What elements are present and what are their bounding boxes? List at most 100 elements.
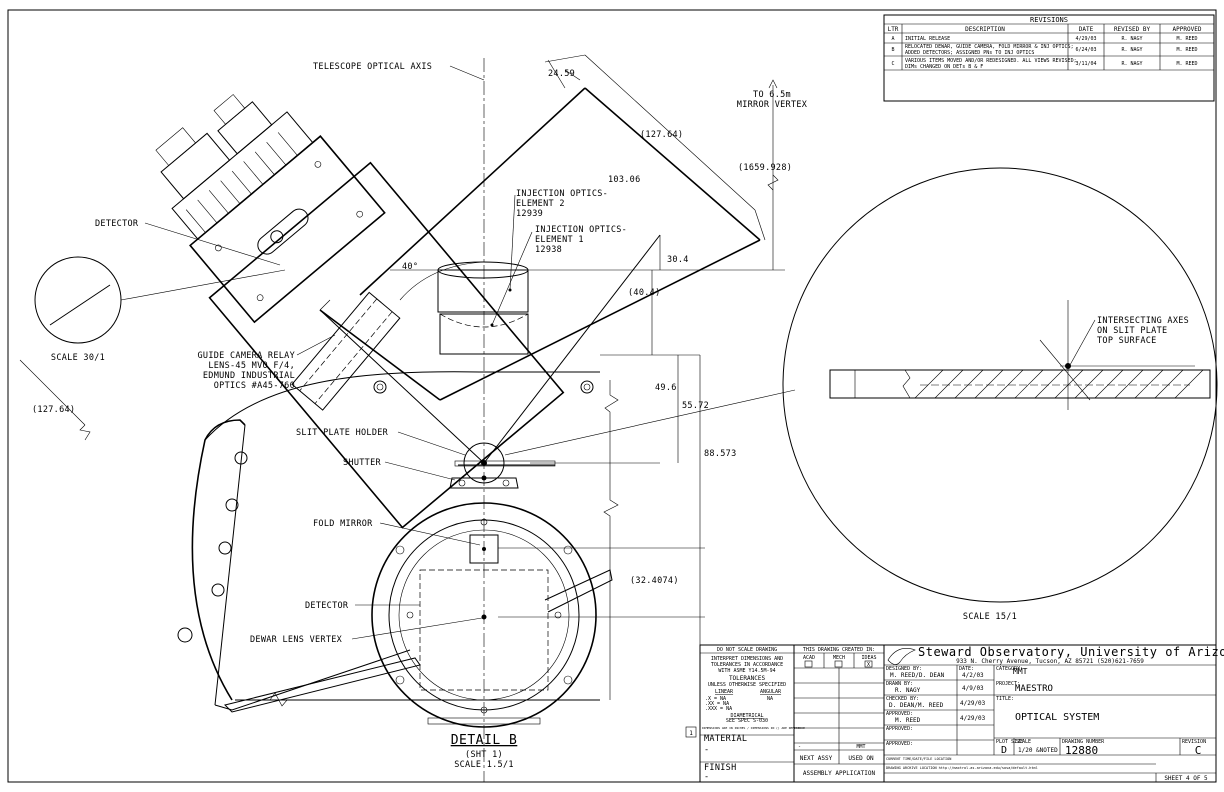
tb-noscale: DO NOT SCALE DRAWING: [717, 647, 777, 653]
tb-finish-val: -: [704, 772, 709, 782]
rev-header-appr: APPROVED: [1173, 26, 1202, 33]
dim-32-4074: (32.4074): [630, 576, 679, 586]
tb-category-lbl: CATEGORY:: [996, 666, 1023, 672]
steward-logo: [887, 648, 916, 665]
slit-plate-holder: [463, 442, 505, 484]
rev-header-date: DATE: [1079, 26, 1094, 33]
rev-a-appr: M. REED: [1176, 36, 1197, 42]
acad-checkbox: [804, 660, 813, 668]
tb-acad: ACAD: [803, 655, 815, 661]
detector-outline: [419, 569, 549, 691]
tb-next-assy: NEXT ASSY: [800, 755, 833, 762]
tb-designed-by: M. REED/D. DEAN: [890, 672, 945, 679]
dim-55-72: 55.72: [682, 401, 709, 411]
tb-dims-note: DIMENSIONS ARE IN INCHES / DIMENSIONS IN…: [702, 726, 805, 730]
to-vertex-label-1: TO 6.5m: [753, 90, 791, 100]
tb-approved-by: M. REED: [895, 717, 921, 724]
dim-30-4: 30.4: [667, 255, 689, 265]
tb-revision: C: [1195, 744, 1202, 757]
rev-c-desc1: VARIOUS ITEMS MOVED AND/OR REDESIGNED. A…: [905, 58, 1077, 64]
tb-note-num: 1: [689, 730, 693, 737]
rev-a-date: 4/29/03: [1075, 36, 1096, 42]
rev-c-date: 3/11/04: [1075, 61, 1096, 67]
labels: TELESCOPE OPTICAL AXIS TO 6.5m MIRROR VE…: [51, 62, 1189, 770]
tb-next-assy-val: -: [798, 744, 801, 750]
injection-element1-label-3: 12938: [535, 245, 562, 255]
rev-b-desc1: RELOCATED DEWAR, GUIDE CAMERA, FOLD MIRR…: [905, 44, 1074, 50]
rev-a-by: R. NAGY: [1121, 36, 1142, 42]
tb-see-spec: SEE SPEC S-030: [726, 718, 768, 724]
scale-30-detail-circle: [34, 256, 122, 344]
tb-mech: MECH: [833, 655, 845, 661]
tb-interpret-1: INTERPRET DIMENSIONS AND: [711, 656, 783, 662]
shutter: [449, 477, 519, 489]
tb-dwg-num-lbl: DRAWING NUMBER: [1062, 739, 1105, 745]
tb-finish: FINISH: [704, 763, 737, 773]
dim-49-6: 49.6: [655, 383, 677, 393]
tb-interpret-3: WITH ASME Y14.5M-94: [718, 668, 775, 674]
guide-relay-label-1: GUIDE CAMERA RELAY: [197, 351, 295, 361]
tb-used-on-val: MMT: [856, 744, 865, 750]
dim-40-4: (40.4): [628, 288, 661, 298]
guide-relay-label-3: EDMUND INDUSTRIAL: [203, 371, 295, 381]
tb-current-time: CURRENT TIME/DATE/FILE LOCATION: [886, 757, 951, 761]
dim-24-59: 24.59: [548, 69, 575, 79]
rev-c-ltr: C: [891, 61, 894, 67]
fold-mirror: [469, 534, 499, 564]
tb-project-lbl: PROJECT:: [996, 681, 1020, 687]
dim-103-06: 103.06: [608, 175, 641, 185]
dim-127-64-top: (127.64): [640, 130, 683, 140]
tb-tol-ang: NA: [767, 696, 773, 702]
tb-drawn-by: R. NAGY: [895, 687, 921, 694]
rev-b-date: 6/24/03: [1075, 47, 1096, 53]
dewar-outer-ring: [371, 502, 597, 728]
dimensions: 24.59 (127.64) 103.06 (1659.928) 30.4 (4…: [32, 69, 792, 586]
rev-header-ltr: LTR: [888, 26, 899, 33]
tb-category: MMT: [1013, 667, 1028, 676]
rev-c-by: R. NAGY: [1121, 61, 1142, 67]
rev-b-ltr: B: [891, 47, 894, 53]
detector-top-label: DETECTOR: [95, 219, 139, 229]
fold-mirror-label: FOLD MIRROR: [313, 519, 373, 529]
intersecting-axes-label-3: TOP SURFACE: [1097, 336, 1157, 346]
tb-checked-by: D. DEAN/M. REED: [889, 702, 944, 709]
tb-sheet: SHEET 4 OF 5: [1164, 775, 1208, 782]
slit-plate-holder-label: SLIT PLATE HOLDER: [296, 428, 389, 438]
tb-scale: 1/20 &NOTED: [1018, 747, 1058, 754]
scale-15-detail-circle: [782, 167, 1218, 603]
tb-tolerances: TOLERANCES: [729, 675, 766, 682]
sheet-border: [7, 9, 1217, 783]
shutter-label: SHUTTER: [343, 458, 382, 468]
tb-linear: LINEAR: [715, 689, 734, 695]
tb-title-lbl: TITLE:: [996, 696, 1014, 702]
tb-assembly-app: ASSEMBLY APPLICATION: [803, 770, 876, 777]
rev-b-appr: M. REED: [1176, 47, 1197, 53]
tb-designed-by-lbl: DESIGNED BY:: [886, 666, 922, 672]
guide-relay-label-2: LENS-45 MVO F/4,: [208, 361, 295, 371]
telescope-axis-label: TELESCOPE OPTICAL AXIS: [313, 62, 432, 72]
tb-tol-x: .X = NA: [705, 696, 726, 702]
tb-material-val: -: [704, 745, 709, 755]
injection-element1-label-2: ELEMENT 1: [535, 235, 584, 245]
detector-bottom-label: DETECTOR: [305, 601, 349, 611]
tb-created-in: THIS DRAWING CREATED IN:: [803, 647, 875, 653]
dim-127-64-left: (127.64): [32, 405, 75, 415]
tb-used-on: USED ON: [848, 755, 874, 762]
ideas-checkbox: [864, 660, 873, 668]
scale-15-label: SCALE 15/1: [963, 612, 1017, 622]
rev-c-desc2: DIMs CHANGED ON DETs B & F: [905, 64, 983, 70]
tb-designed-date: 4/2/03: [962, 672, 984, 679]
detail-b-sheet: (SHT 1): [465, 750, 503, 760]
tb-approved-lbl: APPROVED:: [886, 711, 913, 717]
main-drawing: [19, 54, 1218, 782]
tb-material: MATERIAL: [704, 734, 747, 744]
tb-angular: ANGULAR: [760, 689, 782, 695]
tb-date-lbl: DATE:: [959, 666, 974, 672]
rev-b-desc2: ADDED DETECTORS; ASSIGNED PNs TO INJ OPT…: [905, 50, 1034, 56]
rev-header-by: REVISED BY: [1114, 26, 1151, 33]
intersecting-axes-label-1: INTERSECTING AXES: [1097, 316, 1189, 326]
tb-checked-by-lbl: CHECKED BY:: [886, 696, 919, 702]
tb-approved-lbl-3: APPROVED:: [886, 741, 913, 747]
injection-element1-label-1: INJECTION OPTICS-: [535, 225, 627, 235]
